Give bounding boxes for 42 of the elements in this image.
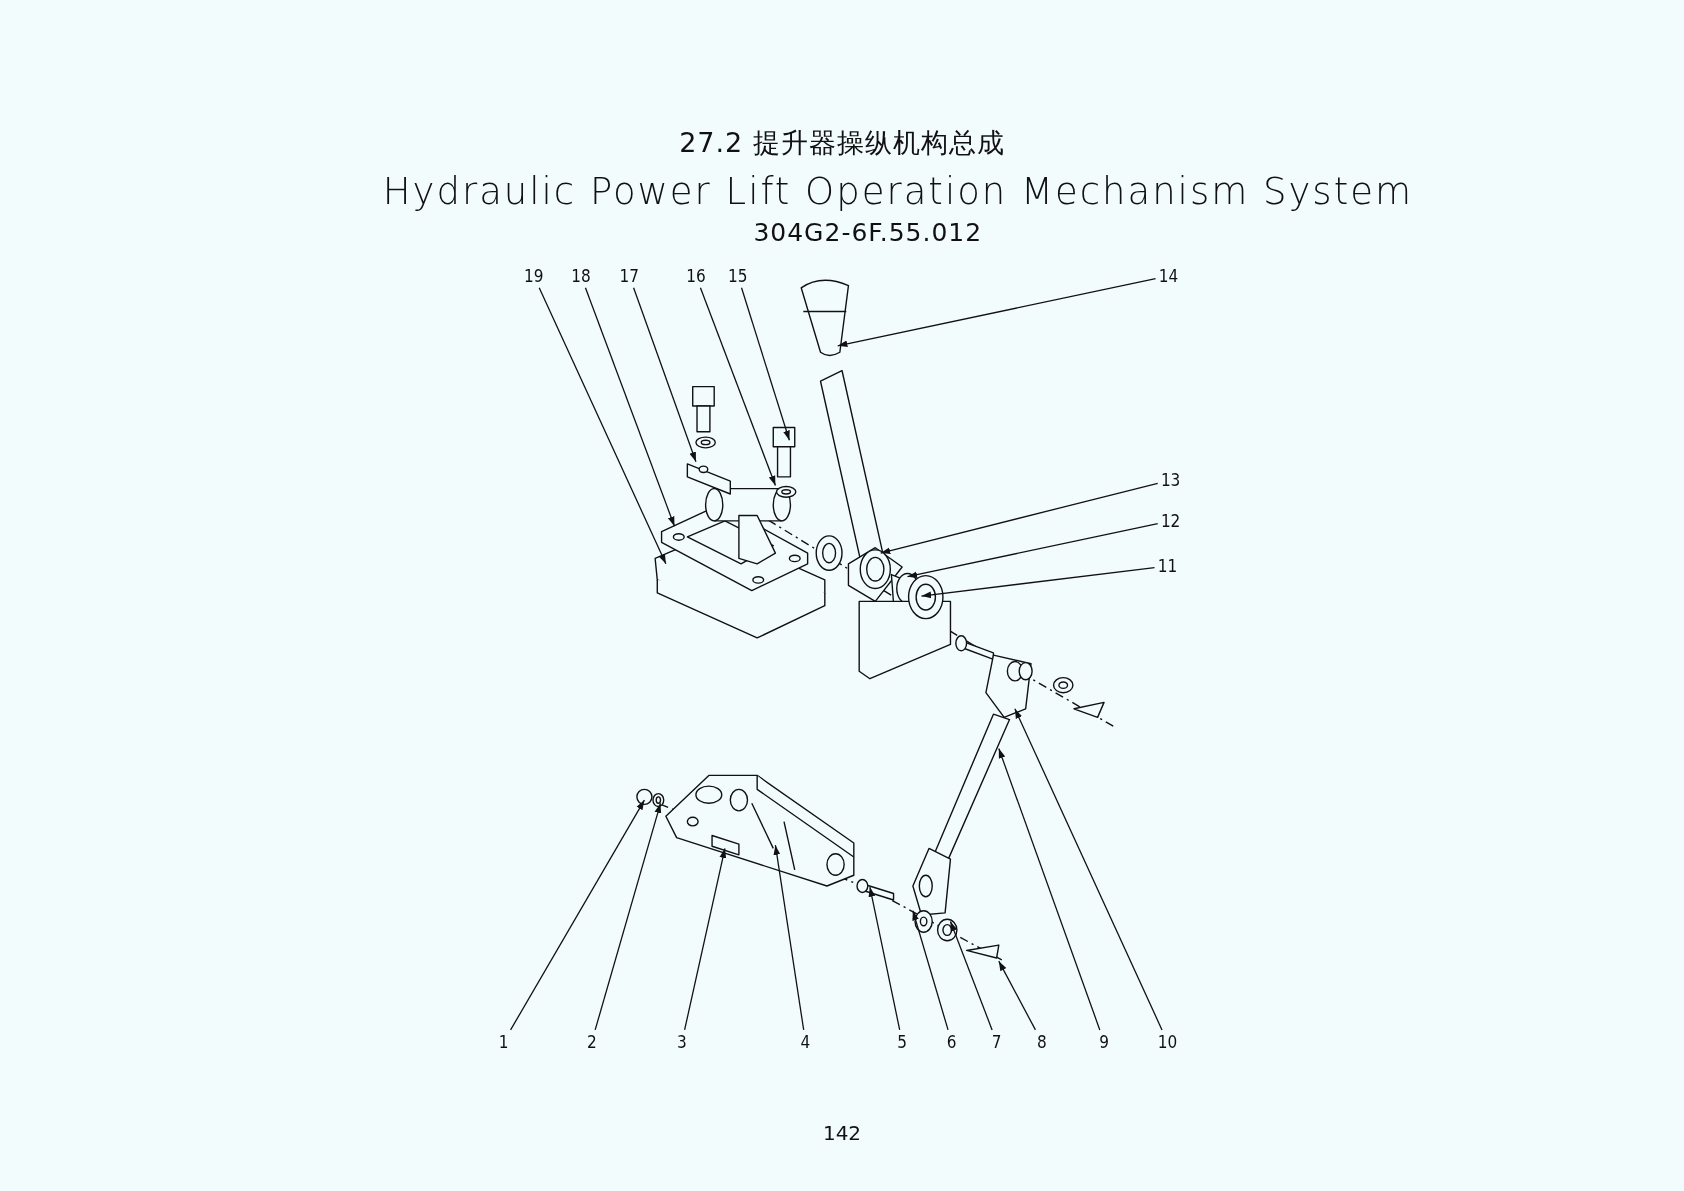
leader-line	[998, 960, 1037, 1031]
leader-line	[699, 287, 777, 487]
leader-line	[740, 287, 791, 441]
leader-line	[912, 910, 949, 1031]
callout-number: 14	[1158, 267, 1179, 285]
callout-number: 17	[619, 267, 640, 285]
callout-number: 3	[677, 1033, 687, 1051]
leader-line	[584, 287, 676, 527]
leader-line	[868, 886, 901, 1031]
leader-line	[837, 278, 1157, 348]
callout-number: 18	[571, 267, 591, 285]
callout-number: 12	[1160, 512, 1181, 530]
callout-number: 8	[1036, 1033, 1047, 1051]
leader-line	[683, 847, 727, 1031]
callout-number: 13	[1160, 471, 1181, 489]
leader-line	[594, 802, 662, 1031]
callout-number: 15	[728, 267, 748, 285]
callout-number: 7	[991, 1033, 1002, 1051]
leader-line	[1014, 708, 1163, 1031]
callout-number: 6	[946, 1033, 957, 1051]
leader-line	[538, 287, 667, 565]
page-number: 142	[822, 1123, 862, 1144]
callout-number: 5	[897, 1033, 907, 1051]
leader-line	[773, 844, 805, 1031]
leader-line	[880, 482, 1159, 554]
leader-line	[632, 287, 697, 463]
leader-line	[920, 566, 1156, 599]
callout-number: 19	[524, 267, 544, 285]
leader-line	[998, 747, 1101, 1031]
title: 27.2 提升器操纵机构总成	[679, 128, 1005, 156]
leader-line	[906, 522, 1159, 578]
callout-number: 4	[800, 1033, 811, 1051]
leader-line	[949, 920, 993, 1031]
callout-number: 11	[1157, 557, 1178, 575]
subtitle: Hydraulic Power Lift Operation Mechanism System	[382, 172, 1413, 210]
leader-line	[509, 799, 646, 1031]
callout-number: 10	[1157, 1033, 1178, 1051]
callout-number: 16	[686, 267, 706, 285]
part-number: 304G2-6F.55.012	[753, 219, 983, 245]
callout-number: 9	[1099, 1033, 1109, 1051]
callout-number: 1	[498, 1033, 509, 1051]
callout-number: 2	[586, 1033, 597, 1051]
